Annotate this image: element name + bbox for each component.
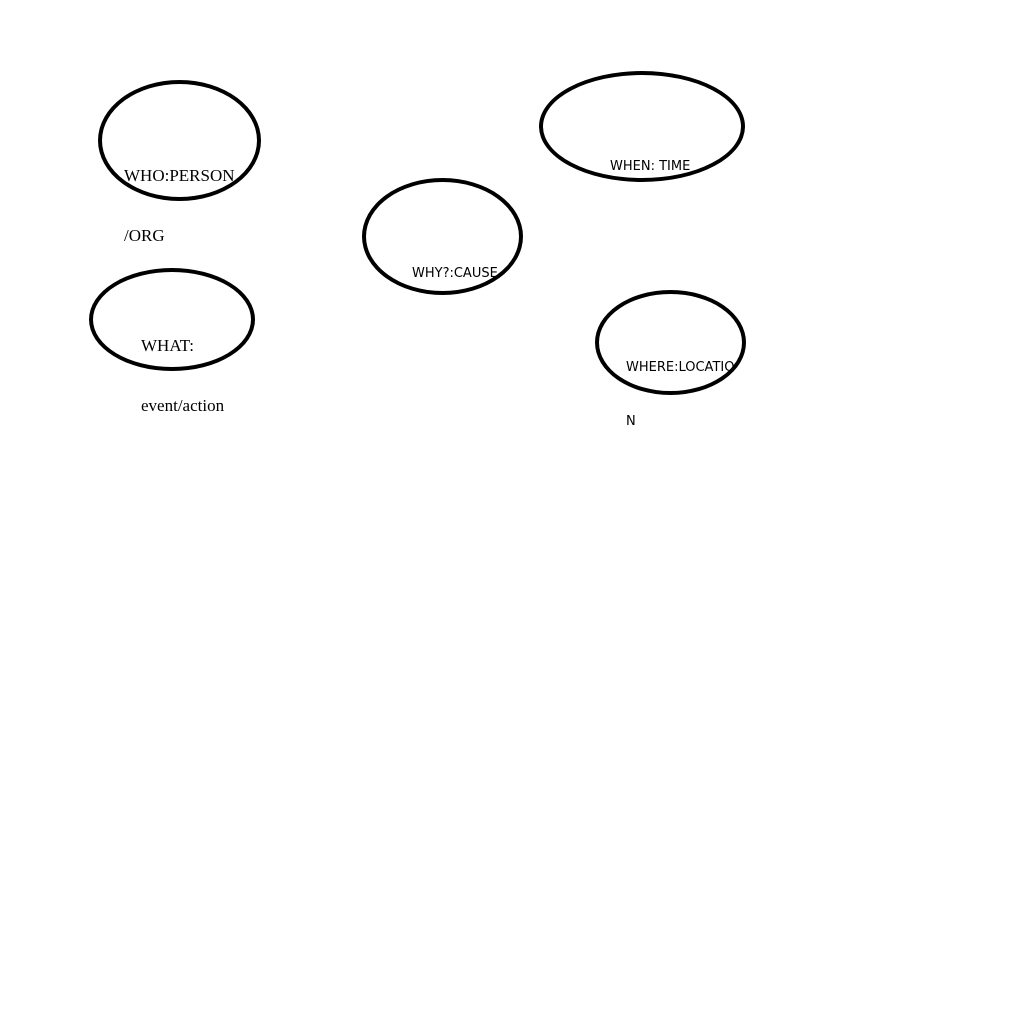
- why-node-label-line1: WHY?:CAUSE: [412, 266, 498, 281]
- when-node-label-line1: WHEN: TIME: [610, 159, 691, 174]
- where-node-ellipse[interactable]: [595, 290, 746, 395]
- what-node-label-line1: WHAT:: [141, 336, 194, 355]
- when-node-label: WHEN: TIME: [610, 122, 690, 212]
- where-node-label: WHERE:LOCATIO N: [626, 323, 734, 467]
- who-node-label-line2: /ORG: [124, 226, 165, 245]
- where-node-label-line2: N: [626, 414, 636, 429]
- who-node-label: WHO:PERSON /ORG: [124, 126, 235, 286]
- when-node-ellipse[interactable]: [539, 71, 745, 182]
- why-node-label: WHY?:CAUSE: [412, 229, 498, 319]
- who-node-label-line1: WHO:PERSON: [124, 166, 235, 185]
- what-node-label-line2: event/action: [141, 396, 225, 415]
- what-node-ellipse[interactable]: [89, 268, 255, 371]
- where-node-label-line1: WHERE:LOCATIO: [626, 360, 735, 375]
- why-node-ellipse[interactable]: [362, 178, 523, 295]
- who-node-ellipse[interactable]: [98, 80, 261, 201]
- what-node-label: WHAT: event/action: [141, 296, 224, 456]
